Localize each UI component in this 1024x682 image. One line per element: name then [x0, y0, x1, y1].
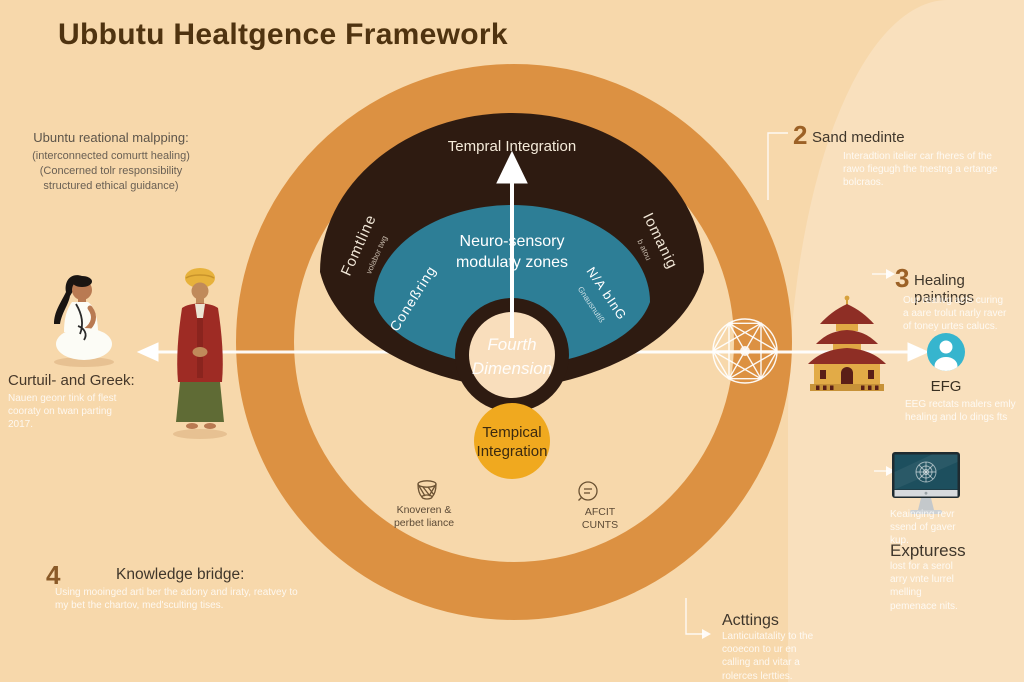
core-circle-face	[469, 312, 555, 398]
orange-label-line1: Tempical	[482, 424, 541, 441]
item3-number: 3	[895, 263, 910, 293]
left-block-line1: (interconnected comurtt healing)	[32, 150, 190, 162]
right-arrowhead	[907, 342, 930, 362]
expturess-heading: Expturess	[890, 541, 966, 560]
page-title: Ubbutu Healtgence Framework	[58, 18, 508, 51]
efg-avatar-icon	[927, 333, 965, 371]
left-arrowhead	[136, 342, 159, 362]
teal-label-line2: modulaty zones	[456, 254, 568, 271]
search-notes-icon	[578, 481, 598, 501]
temporal-integration-circle	[474, 403, 550, 479]
item2-body: Interadtion itelier car fheres of the ra…	[843, 151, 998, 189]
drum-icon	[417, 480, 437, 500]
monitor-caption: Keainging revr ssend of gaver kup.	[890, 509, 956, 547]
item4-body: Using mooinged arti ber the adony and ir…	[55, 587, 298, 612]
temple-icon	[808, 295, 886, 391]
item4-heading: Knowledge bridge:	[116, 566, 245, 583]
item4-number: 4	[46, 560, 61, 590]
search-icon-label-line2: CUNTS	[581, 518, 619, 531]
drum-icon-label-line1: Knoveren &	[396, 504, 452, 516]
connector-lines	[685, 132, 888, 635]
drum-icon-label: Knoveren & perbet liance	[374, 504, 474, 529]
seated-woman-figure	[54, 275, 114, 367]
left-block-line2: (Concerned tolr responsibility	[39, 164, 183, 177]
up-arrowhead	[496, 150, 528, 184]
outer-orange-ring	[236, 64, 792, 620]
acttings-heading: Acttings	[722, 612, 779, 629]
left-text-block: Ubuntu reational malpping: (interconnect…	[26, 130, 196, 194]
item2-number: 2	[793, 120, 808, 150]
dome-top-label: Tempral Integration	[448, 138, 576, 155]
item2-heading: Sand medinte	[812, 129, 905, 146]
figures-caption-heading: Curtuil- and Greek:	[8, 372, 135, 389]
left-block-line3: structured ethical guidance)	[43, 179, 179, 192]
drum-icon-label-line2: perbet liance	[393, 516, 455, 529]
teal-label-line1: Neuro-sensory	[460, 233, 565, 250]
geodesic-sphere-icon	[711, 318, 779, 384]
search-icon-label-line1: AFCIT	[584, 506, 616, 518]
acttings-body: Lanticuitatality to the cooecon to ur en…	[722, 631, 814, 682]
connector-arrowheads	[702, 269, 895, 639]
item3-heading: Healing paintings	[914, 272, 975, 306]
standing-man-figure	[173, 268, 227, 439]
monitor-icon	[892, 452, 960, 514]
expturess-body: lost for a serol arry vnte lurrel mellin…	[890, 561, 958, 612]
item3-body: Our realivg acts curing a aare trolut na…	[903, 295, 1007, 333]
vertical-arrow	[496, 150, 528, 338]
left-block-heading: Ubuntu reational malpping:	[33, 130, 189, 145]
efg-label: EFG	[930, 378, 962, 395]
core-label-line1: Fourth	[487, 335, 536, 354]
figures-caption-body: Nauen geonr tink of flest cooraty on twa…	[8, 393, 117, 431]
orange-label-line2: Integration	[477, 443, 548, 460]
search-icon-label: AFCIT CUNTS	[560, 506, 640, 531]
efg-body: EEG rectats malers emly healing and lo d…	[905, 399, 1016, 424]
core-label-line2: Dimension	[472, 359, 552, 378]
